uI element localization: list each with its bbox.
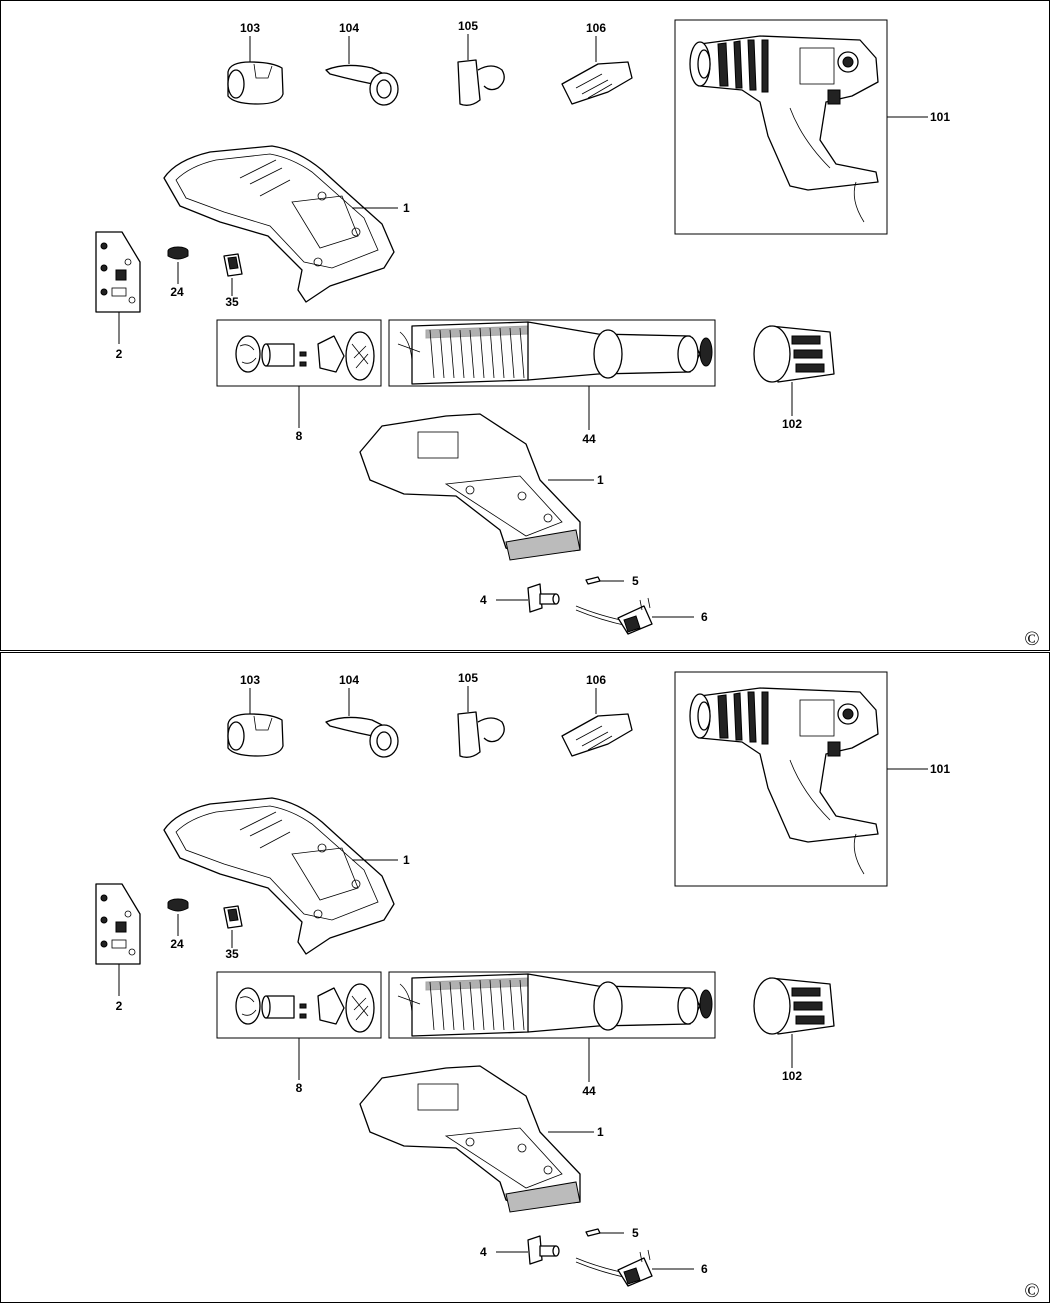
callout-106: 106 (586, 673, 606, 687)
callout-106: 106 (586, 21, 606, 35)
callout-104: 104 (339, 21, 359, 35)
callout-2: 2 (116, 347, 123, 361)
callout-35: 35 (225, 295, 239, 309)
callout-4: 4 (480, 1245, 487, 1259)
callout-1-upper: 1 (403, 201, 410, 215)
callout-6: 6 (701, 1262, 708, 1276)
panel-1: 103 104 105 106 101 1 2 24 35 8 44 102 1… (0, 0, 1050, 652)
callout-101: 101 (930, 110, 950, 124)
copyright-mark: © (1024, 1280, 1039, 1302)
callout-35: 35 (225, 947, 239, 961)
callout-104: 104 (339, 673, 359, 687)
callout-1-upper: 1 (403, 853, 410, 867)
callout-2: 2 (116, 999, 123, 1013)
panel-2: 103 104 105 106 101 1 2 24 35 8 44 102 1… (0, 651, 1050, 1304)
callout-8: 8 (296, 1081, 303, 1095)
callout-103: 103 (240, 673, 260, 687)
callout-105: 105 (458, 19, 478, 33)
callout-6: 6 (701, 610, 708, 624)
callout-101: 101 (930, 762, 950, 776)
callout-8: 8 (296, 429, 303, 443)
callout-24: 24 (170, 937, 184, 951)
callout-102: 102 (782, 417, 802, 431)
callout-105: 105 (458, 671, 478, 685)
callout-5: 5 (632, 574, 639, 588)
callout-4: 4 (480, 593, 487, 607)
callout-5: 5 (632, 1226, 639, 1240)
callout-44: 44 (582, 1084, 596, 1098)
callout-103: 103 (240, 21, 260, 35)
callout-1-lower: 1 (597, 473, 604, 487)
callout-44: 44 (582, 432, 596, 446)
callout-24: 24 (170, 285, 184, 299)
callout-1-lower: 1 (597, 1125, 604, 1139)
copyright-mark: © (1024, 628, 1039, 650)
callout-102: 102 (782, 1069, 802, 1083)
